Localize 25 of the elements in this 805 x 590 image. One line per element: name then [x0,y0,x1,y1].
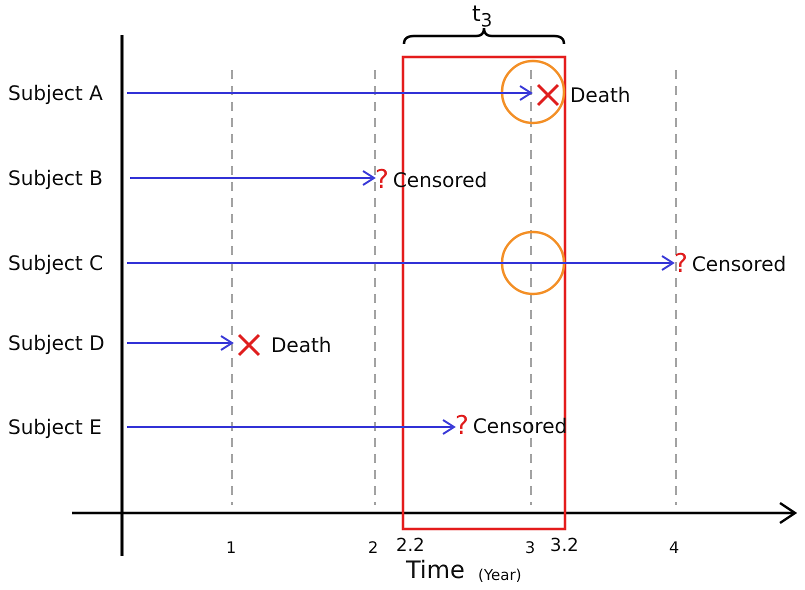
arrow [130,170,375,186]
question-mark: ? [674,249,688,279]
event-label: Death [271,333,332,357]
tick-label: 2.2 [396,535,425,556]
subject-label: Subject D [8,326,126,360]
axis-unit: (Year) [478,566,522,584]
tick-label: 2 [368,538,378,557]
tick-label: 1 [226,538,236,557]
event-label: Censored [692,252,786,276]
arrow [127,255,674,271]
tick-label: 3 [525,538,536,557]
subject-label: Subject C [8,246,126,280]
subject-label: Subject E [8,410,126,444]
tick-label: 4 [669,538,680,557]
axis-title: Time [406,556,465,584]
arrow [127,335,233,351]
subject-label: Subject B [8,161,129,195]
subject-label: Subject A [8,76,126,110]
tick-label: 3.2 [550,535,579,556]
arrow [127,85,532,101]
question-mark: ? [455,411,469,441]
event-label: Death [570,83,630,107]
interval-label: t$_{3}$ [472,2,492,32]
arrow [127,419,455,435]
question-mark: ? [375,165,389,195]
